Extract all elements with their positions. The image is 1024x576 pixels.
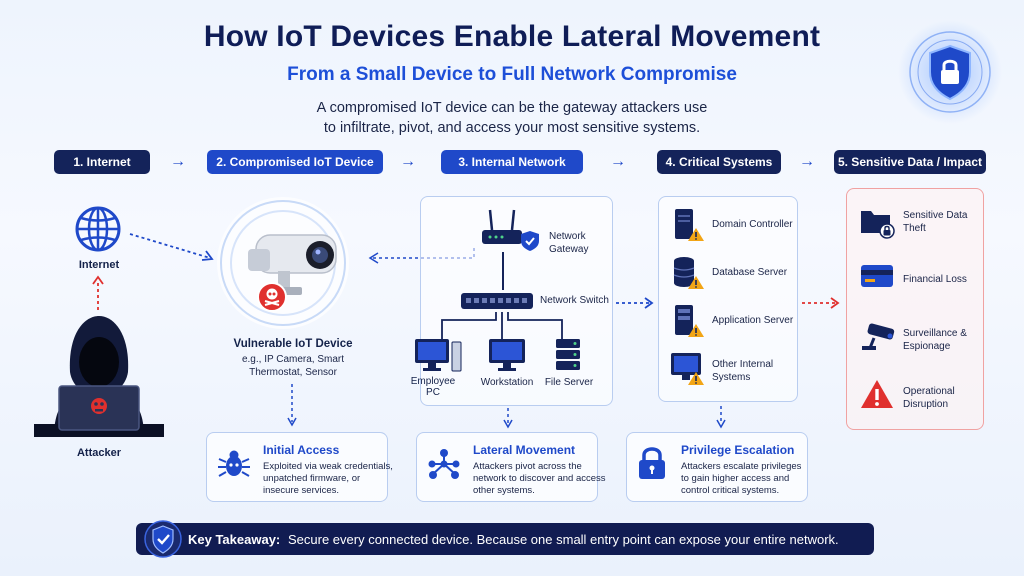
surveillance-label: Surveillance & Espionage xyxy=(903,327,967,353)
camera-icon xyxy=(217,197,349,329)
surveillance-label-line-2: Espionage xyxy=(903,341,951,352)
gateway-label-line-1: Network xyxy=(549,231,586,242)
other-systems-label-line-1: Other Internal xyxy=(712,359,774,370)
bug-icon xyxy=(218,450,250,477)
info-lateral-title: Lateral Movement xyxy=(473,443,576,457)
key-takeaway-bar: Key Takeaway: Secure every connected dev… xyxy=(136,520,874,558)
operational-disruption-label: Operational Disruption xyxy=(903,385,955,411)
monitor-icon xyxy=(671,353,704,385)
step-arrow-4: → xyxy=(799,153,815,170)
file-server-label: File Server xyxy=(544,377,594,388)
step-arrow-3: → xyxy=(610,153,626,170)
shield-icon xyxy=(521,231,539,251)
step-critical-systems: 4. Critical Systems xyxy=(657,150,781,174)
switch-label: Network Switch xyxy=(540,295,609,306)
intro-line-2: to infiltrate, pivot, and access your mo… xyxy=(323,120,701,136)
other-systems-label-line-2: Systems xyxy=(712,372,751,383)
server-icon xyxy=(675,209,704,241)
step-compromised-iot: 2. Compromised IoT Device xyxy=(207,150,383,174)
flow-arrow-down-2 xyxy=(503,408,513,429)
shield-lock-icon xyxy=(898,20,1002,124)
network-nodes-icon xyxy=(428,449,460,479)
alert-icon xyxy=(861,380,893,408)
info-lateral-text-line-3: other systems. xyxy=(473,485,535,496)
switch-links xyxy=(441,312,563,340)
step-arrow-1: → xyxy=(170,153,186,170)
info-initial-text-line-3: insecure services. xyxy=(263,485,340,496)
flow-arrow-iot-to-network xyxy=(368,248,475,264)
page-subtitle: From a Small Device to Full Network Comp… xyxy=(287,64,737,85)
flow-arrow-network-to-critical xyxy=(616,297,654,309)
other-systems-label: Other Internal Systems xyxy=(712,358,773,384)
info-privilege-text-line-3: control critical systems. xyxy=(681,485,780,496)
info-privilege-text-line-1: Attackers escalate privileges xyxy=(681,461,802,472)
domain-controller-label: Domain Controller xyxy=(712,219,793,230)
info-privilege-text-line-2: to gain higher access and xyxy=(681,473,790,484)
info-initial-title: Initial Access xyxy=(263,443,340,457)
step-internal-network: 3. Internal Network xyxy=(441,150,583,174)
step-internet: 1. Internet xyxy=(54,150,150,174)
info-privilege-escalation: Privilege Escalation Attackers escalate … xyxy=(626,432,808,502)
iot-examples-line-2: Thermostat, Sensor xyxy=(249,367,337,378)
internet-label: Internet xyxy=(78,259,120,271)
router-icon xyxy=(482,209,522,244)
monitor-icon xyxy=(489,339,525,371)
credit-card-icon xyxy=(861,265,893,287)
data-theft-label: Sensitive Data Theft xyxy=(903,209,967,235)
server-icon xyxy=(675,305,704,337)
info-initial-access: Initial Access Exploited via weak creden… xyxy=(206,432,393,502)
server-icon xyxy=(556,339,580,370)
attack-arrow-up xyxy=(92,275,104,310)
gateway-label-line-2: Gateway xyxy=(549,244,589,255)
flow-arrow-internet-to-iot xyxy=(129,233,214,261)
folder-lock-icon xyxy=(861,211,895,239)
info-privilege-title: Privilege Escalation xyxy=(681,443,795,457)
employee-pc-label-line-2: PC xyxy=(426,387,440,398)
employee-pc-label-line-1: Employee xyxy=(410,376,456,387)
database-server-label: Database Server xyxy=(712,267,788,278)
padlock-icon xyxy=(639,447,665,479)
globe-icon xyxy=(75,206,121,252)
step-sensitive-data: 5. Sensitive Data / Impact xyxy=(834,150,986,174)
iot-title: Vulnerable IoT Device xyxy=(233,338,353,350)
database-icon xyxy=(673,257,704,289)
cctv-icon xyxy=(862,323,895,350)
flow-arrow-down-1 xyxy=(287,384,297,427)
info-initial-text: Exploited via weak credentials, unpatche… xyxy=(263,461,423,497)
iot-examples: e.g., IP Camera, Smart Thermostat, Senso… xyxy=(222,353,364,379)
financial-loss-label: Financial Loss xyxy=(903,274,967,285)
application-server-label: Application Server xyxy=(712,315,794,326)
iot-examples-line-1: e.g., IP Camera, Smart xyxy=(241,354,345,365)
employee-pc-label: Employee PC xyxy=(404,376,462,398)
link-gateway-switch xyxy=(502,252,504,290)
attacker-label: Attacker xyxy=(76,447,122,459)
data-theft-label-line-2: Theft xyxy=(903,223,926,234)
switch-icon xyxy=(461,293,533,309)
takeaway-text: Secure every connected device. Because o… xyxy=(288,532,839,547)
flow-arrow-critical-to-impact xyxy=(802,297,840,309)
intro-line-1: A compromised IoT device can be the gate… xyxy=(316,100,708,116)
info-lateral-text-line-1: Attackers pivot across the xyxy=(473,461,582,472)
shield-check-icon xyxy=(144,520,182,558)
info-lateral-movement: Lateral Movement Attackers pivot across … xyxy=(416,432,606,502)
takeaway-label: Key Takeaway: xyxy=(188,532,281,547)
hacker-icon xyxy=(34,316,164,437)
page-title: How IoT Devices Enable Lateral Movement xyxy=(203,20,821,53)
operational-disruption-label-line-2: Disruption xyxy=(903,399,949,410)
gateway-label: Network Gateway xyxy=(549,230,588,256)
flow-arrow-down-3 xyxy=(716,406,726,429)
step-arrow-2: → xyxy=(400,153,416,170)
info-privilege-text: Attackers escalate privileges to gain hi… xyxy=(681,461,841,497)
info-initial-text-line-2: unpatched firmware, or xyxy=(263,473,361,484)
info-initial-text-line-1: Exploited via weak credentials, xyxy=(263,461,393,472)
operational-disruption-label-line-1: Operational xyxy=(903,386,955,397)
data-theft-label-line-1: Sensitive Data xyxy=(903,210,968,221)
info-lateral-text: Attackers pivot across the network to di… xyxy=(473,461,633,497)
workstation-label: Workstation xyxy=(480,377,534,388)
surveillance-label-line-1: Surveillance & xyxy=(903,328,967,339)
intro-text: A compromised IoT device can be the gate… xyxy=(262,98,762,138)
info-lateral-text-line-2: network to discover and access xyxy=(473,473,606,484)
monitor-icon xyxy=(415,339,462,372)
